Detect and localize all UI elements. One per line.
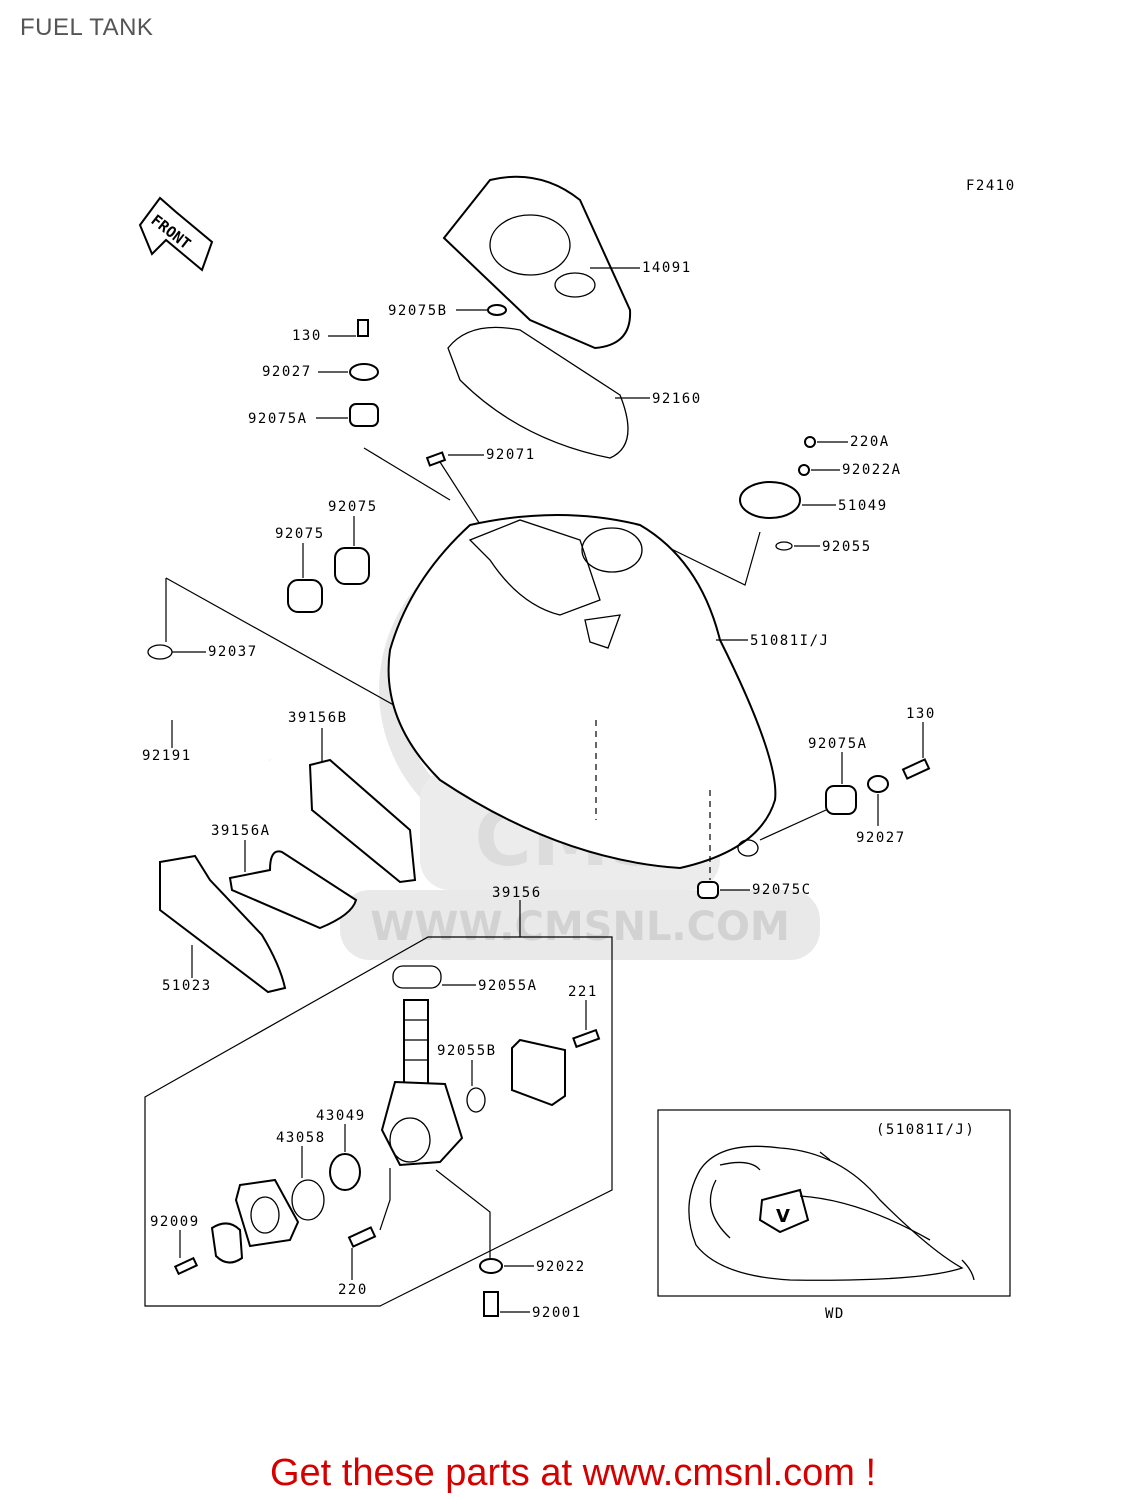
variant-label: (51081I/J) — [876, 1122, 975, 1138]
label-92191: 92191 — [142, 748, 192, 764]
cap-51049 — [739, 481, 801, 519]
washer-92022 — [479, 1258, 503, 1274]
valve-assembly-box — [144, 936, 613, 1307]
pad-39156 — [159, 854, 287, 994]
fuel-valve — [380, 999, 464, 1167]
collar-92027-right — [867, 775, 889, 793]
screw-92009 — [173, 1256, 199, 1276]
variant-caption: WD — [825, 1306, 845, 1322]
o-ring-92055 — [775, 541, 793, 551]
label-92009: 92009 — [150, 1214, 200, 1230]
watermark-text: WWW.CMSNL.COM — [370, 904, 790, 950]
nut-92022a — [798, 464, 810, 476]
screw-220 — [347, 1226, 377, 1248]
o-ring-92055a — [392, 965, 442, 989]
label-92001: 92001 — [532, 1305, 582, 1321]
o-ring-92055b — [466, 1087, 486, 1113]
front-arrow-icon: FRONT — [138, 196, 214, 272]
figure-code: F2410 — [966, 178, 1016, 194]
label-92055b: 92055B — [437, 1043, 497, 1059]
valve-gasket-plate — [234, 1178, 300, 1248]
label-92075a-upper: 92075A — [248, 411, 308, 427]
label-14091: 14091 — [642, 260, 692, 276]
label-92055: 92055 — [822, 539, 872, 555]
label-130-upper: 130 — [292, 328, 322, 344]
screw-221 — [572, 1028, 601, 1049]
label-39156a: 39156A — [211, 823, 271, 839]
damper-92075-left — [287, 579, 323, 613]
screw-220a — [804, 436, 816, 448]
cover-plate — [511, 1038, 566, 1107]
label-51049: 51049 — [838, 498, 888, 514]
label-92022a: 92022A — [842, 462, 902, 478]
variant-inset-box — [657, 1109, 1011, 1297]
damper-92075a-upper — [349, 403, 379, 427]
fuel-tank-diagram: F2410 FRONT 14091 92075B 130 92027 92075… — [138, 175, 1016, 1322]
label-92075a-right: 92075A — [808, 736, 868, 752]
label-92075b: 92075B — [388, 303, 448, 319]
label-221: 221 — [568, 984, 598, 1000]
cta-link[interactable]: Get these parts at www.cmsnl.com ! — [269, 1452, 877, 1494]
label-92075-right: 92075 — [328, 499, 378, 515]
label-220: 220 — [338, 1282, 368, 1298]
pad-39156b — [308, 758, 417, 884]
label-43049: 43049 — [316, 1108, 366, 1124]
label-92071: 92071 — [486, 447, 536, 463]
fuel-tank — [387, 514, 777, 870]
label-92075c: 92075C — [752, 882, 812, 898]
grommet-92075b — [487, 304, 507, 316]
label-43058: 43058 — [276, 1130, 326, 1146]
lever-knob — [210, 1222, 244, 1264]
clip-92037 — [147, 644, 173, 660]
label-92022: 92022 — [536, 1259, 586, 1275]
diaphragm-43049 — [329, 1153, 361, 1191]
collar-92027 — [349, 363, 379, 381]
label-51081ij: 51081I/J — [750, 633, 829, 649]
label-92160: 92160 — [652, 391, 702, 407]
bolt-92001 — [483, 1291, 499, 1317]
instrument-cover — [442, 175, 632, 350]
damper-92075a-right — [825, 785, 857, 815]
label-39156b: 39156B — [288, 710, 348, 726]
label-92037: 92037 — [208, 644, 258, 660]
pin-92071 — [425, 451, 447, 467]
damper-92075c — [697, 881, 719, 899]
gasket-92160 — [447, 326, 629, 459]
label-92055a: 92055A — [478, 978, 538, 994]
label-92027-right: 92027 — [856, 830, 906, 846]
damper-92075-right — [334, 547, 370, 585]
label-92075-left: 92075 — [275, 526, 325, 542]
label-51023: 39156 — [492, 885, 542, 901]
bolt-130-right — [901, 758, 931, 780]
label-130-right: 130 — [906, 706, 936, 722]
pad-39156a — [228, 850, 358, 930]
label-39156: 51023 — [162, 978, 212, 994]
page-title: FUEL TANK — [20, 14, 154, 41]
label-220a: 220A — [850, 434, 890, 450]
svg-text:V: V — [776, 1206, 790, 1227]
tank-variant-illustration: V — [688, 1145, 975, 1281]
label-92027-upper: 92027 — [262, 364, 312, 380]
o-ring-43058 — [291, 1179, 325, 1221]
bolt-130 — [357, 319, 369, 337]
